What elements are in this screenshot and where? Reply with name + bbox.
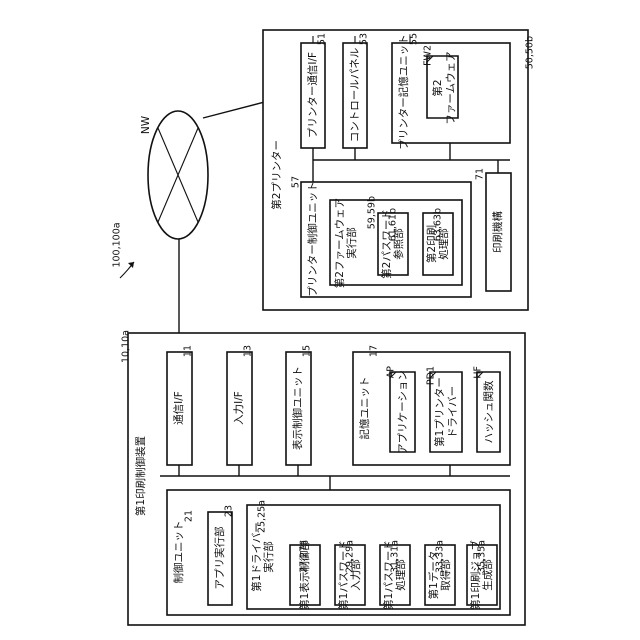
control-panel-ref: 53 [359,33,370,45]
second-printer-ref: 50,50b [525,36,536,69]
printer-driver-line1: 第1プリンター [433,377,446,447]
print-processing-ref: 63,63b [433,208,444,241]
application-ref: AP [386,366,397,378]
app-exec-label: アプリ実行部 [213,527,226,590]
control-unit-ref: 21 [184,510,195,522]
printer-comm-if-ref: 51 [317,33,328,45]
printer-driver-ref: PD1 [426,366,437,385]
first-device: 10,10a 第1印刷制御装置 通信I/F 11 入力I/F 13 表示制御ユニ… [121,330,526,625]
printer-comm-if-label: プリンター通信I/F [307,52,319,138]
print-mechanism-label: 印刷機構 [491,211,504,253]
firmware-exec-line2: 実行部 [345,227,358,259]
storage-unit-ref: 17 [369,345,380,357]
comm-if-ref: 11 [183,345,194,357]
network-label: NW [140,115,152,134]
printer-driver-line2: ドライバー [447,386,459,438]
application-label: アプリケーション [397,370,409,454]
input-if-label: 入力I/F [232,391,245,425]
print-job-generation-ref: 35,35a [477,540,488,573]
firmware-line2: ファームウェア [445,51,457,124]
control-unit-label: 制御ユニット [172,521,185,584]
storage-unit-label: 記憶ユニット [358,377,371,440]
system-ref-label: 100,100a [112,222,123,267]
password-reference-ref: 61,61b [388,208,399,241]
printer-control-ref: 57 [291,176,302,188]
first-device-ref: 10,10a [121,330,132,363]
hash-function-label: ハッシュ関数 [482,380,495,443]
firmware-exec-line1: 第2ファームウェア [333,198,346,288]
data-acquisition-ref: 33,33a [435,540,446,573]
driver-exec-box [247,505,500,609]
hash-function-ref: HF [473,366,484,379]
printer-control-label: プリンター制御ユニット [306,181,319,297]
control-panel-label: コントロールパネル [349,48,361,143]
system-reference: 100,100a [112,222,135,278]
display-control-label: 表示制御ユニット [291,366,304,450]
input-if-ref: 13 [243,345,254,357]
password-processing-ref: 31,31a [390,540,401,573]
print-mechanism-ref: 71 [475,168,486,180]
firmware-line1: 第2 [431,79,444,96]
second-printer: 50,50b 第2プリンター プリンター通信I/F 51 コントロールパネル 5… [263,30,536,310]
display-control-ref: 15 [302,345,313,357]
driver-exec-ref: 25,25a [257,500,268,533]
firmware-exec-ref: 59,59b [367,196,378,229]
password-input-ref: 29,29a [345,540,356,573]
comm-if-label: 通信I/F [173,391,185,425]
display-control-part-ref: 27,27a [299,540,310,573]
firmware-ref: FW2 [423,45,434,66]
printer-storage-label: プリンター記憶ユニット [397,34,410,150]
driver-exec-line2: 実行部 [262,541,275,573]
app-exec-ref: 23 [224,505,235,517]
system-ref-arrowhead [128,262,134,268]
first-device-title: 第1印刷制御装置 [134,436,147,516]
second-printer-title: 第2プリンター [270,140,283,210]
